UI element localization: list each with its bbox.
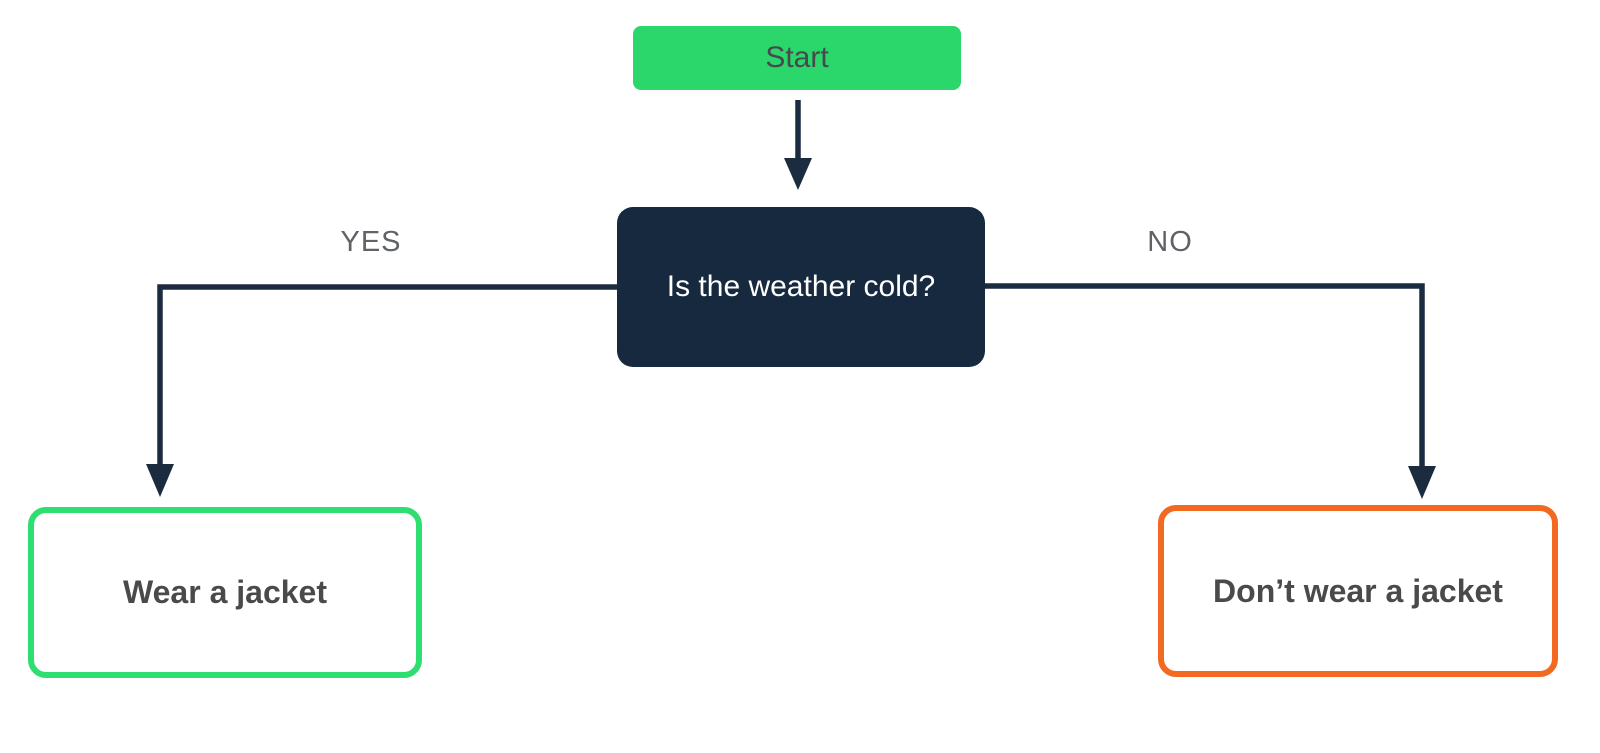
start-to-decision-arrow xyxy=(784,100,812,190)
no-edge-label: NO xyxy=(1147,226,1193,258)
dont-wear-jacket-node: Don’t wear a jacket xyxy=(1158,505,1558,677)
dont-wear-jacket-node-label: Don’t wear a jacket xyxy=(1213,572,1503,609)
no-branch-arrow xyxy=(985,283,1436,499)
wear-jacket-node: Wear a jacket xyxy=(28,507,422,678)
yes-branch-arrow xyxy=(146,284,617,497)
decision-node: Is the weather cold? xyxy=(617,207,985,367)
start-node-label: Start xyxy=(765,41,829,74)
start-node: Start xyxy=(633,26,961,90)
yes-edge-label: YES xyxy=(340,226,402,258)
wear-jacket-node-label: Wear a jacket xyxy=(123,574,327,610)
decision-node-label: Is the weather cold? xyxy=(666,270,936,303)
